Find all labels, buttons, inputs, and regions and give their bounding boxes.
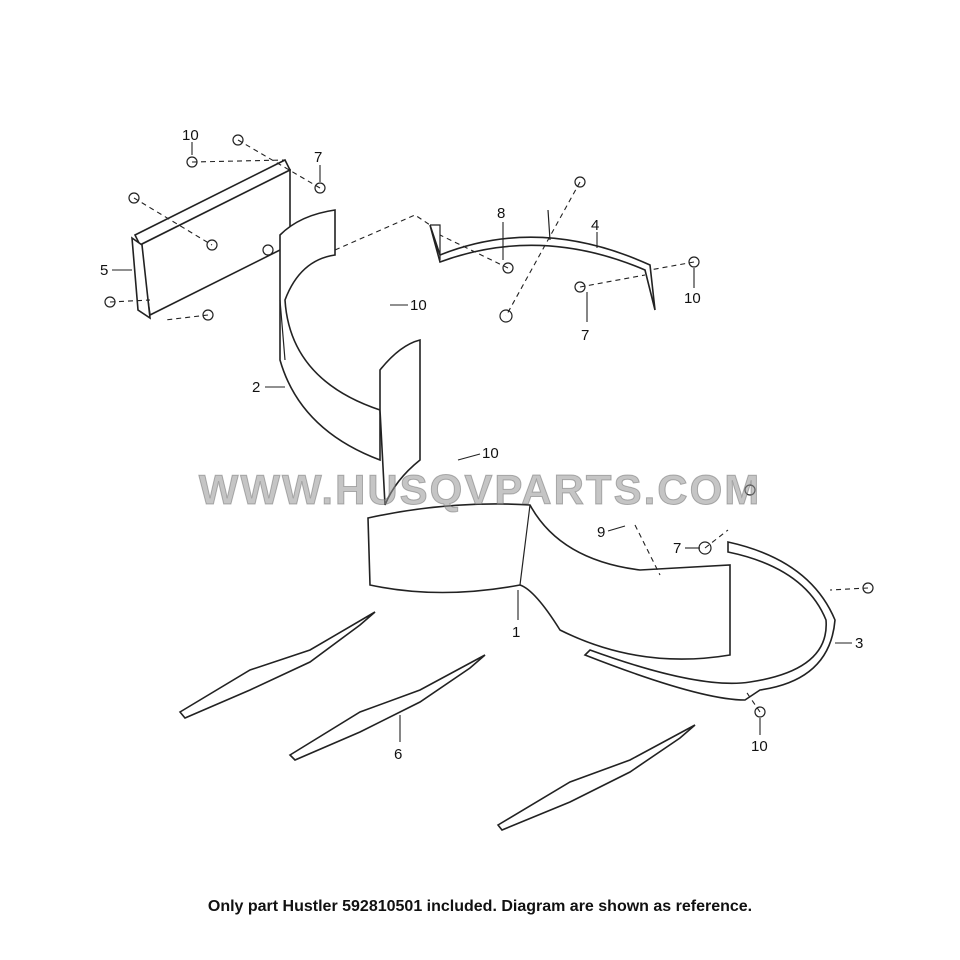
- callout-label: 7: [673, 540, 681, 557]
- callout-label: 6: [394, 746, 402, 763]
- callout-label: 10: [684, 290, 701, 307]
- watermark: WWW.HUSQVPARTS.COM: [198, 466, 762, 513]
- callout-label: 3: [855, 635, 863, 652]
- part-4-bracket: [429, 176, 700, 323]
- callout-label: 5: [100, 262, 108, 279]
- part-1-baffle: [367, 503, 731, 660]
- callout-label: 9: [597, 524, 605, 541]
- callout-label: 4: [591, 217, 599, 234]
- part-5-bracket: [104, 134, 326, 321]
- assembly-lines: [109, 139, 869, 713]
- callout-label: 7: [581, 327, 589, 344]
- callout-label: 10: [751, 738, 768, 755]
- part-6-blades: [178, 611, 696, 831]
- callout-label: 10: [410, 297, 427, 314]
- callout-label: 2: [252, 379, 260, 396]
- callout-label: 7: [314, 149, 322, 166]
- callouts: 10 7 8 4 5 10 7 10 2 10 9 7 1 3 6 10: [100, 127, 863, 763]
- callout-label: 10: [182, 127, 199, 144]
- callout-label: 1: [512, 624, 520, 641]
- caption: Only part Hustler 592810501 included. Di…: [207, 898, 753, 915]
- part-2-baffle: [279, 209, 421, 506]
- callout-label: 10: [482, 445, 499, 462]
- callout-label: 8: [497, 205, 505, 222]
